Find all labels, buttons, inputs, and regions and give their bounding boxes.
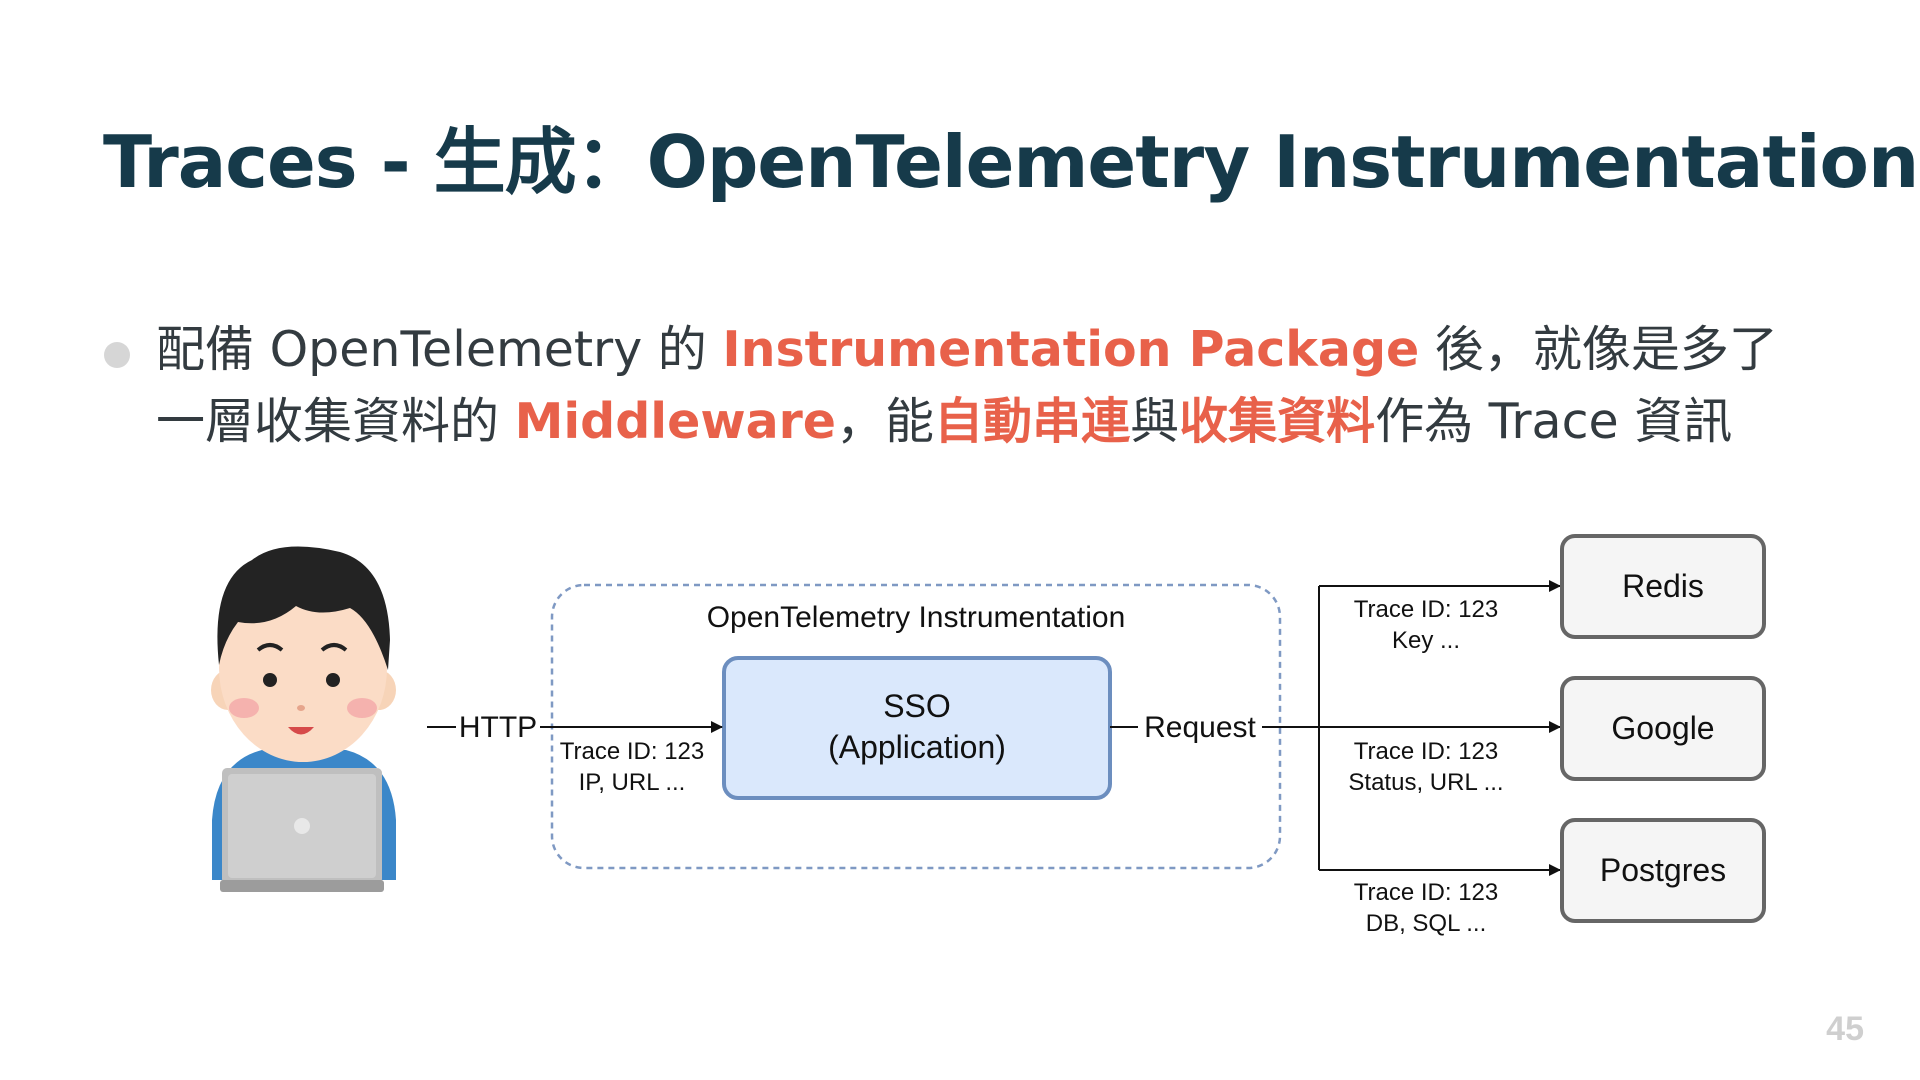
- bullet-text-part: 與: [1130, 393, 1180, 450]
- application-name: SSO: [883, 688, 951, 724]
- highlight-middleware: Middleware: [514, 393, 837, 450]
- user-with-laptop-icon: [211, 546, 396, 892]
- postgres-label: Postgres: [1600, 852, 1726, 888]
- request-label-bg: [1138, 711, 1262, 743]
- request-label: Request: [1144, 711, 1256, 744]
- http-label-bg: [456, 711, 540, 743]
- inbound-trace-detail: IP, URL ...: [579, 769, 686, 796]
- postgres-trace-id: Trace ID: 123: [1354, 879, 1499, 906]
- bullet-text-part: ，能: [836, 393, 935, 450]
- redis-label: Redis: [1622, 568, 1704, 604]
- highlight-instrumentation-package: Instrumentation Package: [722, 321, 1420, 378]
- redis-trace-id: Trace ID: 123: [1354, 596, 1499, 623]
- google-trace-detail: Status, URL ...: [1348, 769, 1503, 796]
- redis-box: [1560, 534, 1766, 639]
- redis-trace-detail: Key ...: [1392, 627, 1460, 654]
- http-label: HTTP: [459, 711, 537, 744]
- bullet-text-part: 作為 Trace 資訊: [1375, 393, 1733, 450]
- bullet-text: 配備 OpenTelemetry 的 Instrumentation Packa…: [156, 314, 1816, 458]
- google-label: Google: [1611, 710, 1714, 746]
- page-number: 45: [1826, 1010, 1864, 1048]
- highlight-collect-data: 收集資料: [1179, 393, 1376, 450]
- slide-title: Traces - 生成：OpenTelemetry Instrumentatio…: [103, 120, 1919, 204]
- highlight-auto-link: 自動串連: [934, 393, 1131, 450]
- boundary-label: OpenTelemetry Instrumentation: [707, 601, 1126, 634]
- postgres-box: [1560, 818, 1766, 923]
- bullet-text-part: 配備 OpenTelemetry 的: [156, 321, 723, 378]
- postgres-trace-detail: DB, SQL ...: [1366, 910, 1486, 937]
- google-trace-id: Trace ID: 123: [1354, 738, 1499, 765]
- application-subtitle: (Application): [828, 729, 1006, 765]
- bullet-text-part: 後，就像是多了一層收集資料的: [156, 321, 1778, 450]
- google-box: [1560, 676, 1766, 781]
- application-box: [722, 656, 1112, 800]
- bullet-marker: [104, 342, 130, 368]
- inbound-trace-id: Trace ID: 123: [560, 738, 705, 765]
